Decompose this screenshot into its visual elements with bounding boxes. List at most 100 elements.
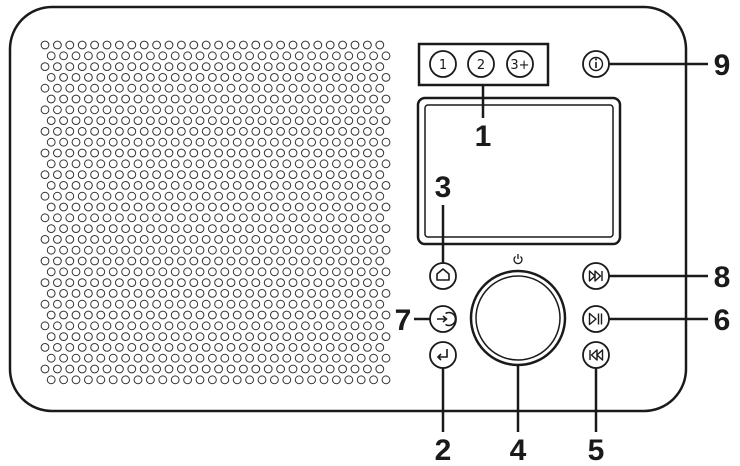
skip-back-button[interactable] <box>582 341 610 369</box>
home-button[interactable] <box>429 262 457 290</box>
grille-hole <box>214 364 224 374</box>
grille-hole <box>226 343 236 352</box>
grille-hole <box>46 267 56 277</box>
grille-hole <box>344 310 354 320</box>
grille-hole <box>146 51 155 61</box>
grille-hole <box>102 321 112 331</box>
grille-hole <box>257 116 267 125</box>
grille-hole <box>356 245 366 255</box>
grille-hole <box>276 83 286 93</box>
main-control-dial[interactable] <box>469 269 567 367</box>
grille-hole <box>71 289 81 298</box>
grille-hole <box>363 191 372 201</box>
grille-hole <box>121 375 130 385</box>
grille-hole <box>183 137 193 147</box>
source-button[interactable] <box>429 305 457 333</box>
grille-hole <box>381 116 391 125</box>
grille-hole <box>325 62 335 71</box>
grille-hole <box>239 321 248 331</box>
grille-hole <box>356 267 366 277</box>
grille-hole <box>152 278 162 288</box>
grille-hole <box>127 364 137 374</box>
grille-hole <box>369 159 379 169</box>
grille-hole <box>96 267 106 277</box>
grille-hole <box>226 278 236 288</box>
grille-hole <box>356 289 366 298</box>
grille-hole <box>270 181 279 190</box>
grille-hole <box>102 148 112 158</box>
grille-hole <box>375 278 385 288</box>
play-pause-icon <box>588 312 603 326</box>
grille-hole <box>115 343 124 352</box>
grille-hole <box>313 148 323 158</box>
back-button[interactable] <box>429 341 457 369</box>
grille-hole <box>127 83 137 93</box>
grille-hole <box>139 278 149 288</box>
grille-hole <box>40 105 50 115</box>
grille-hole <box>96 73 106 82</box>
grille-hole <box>307 224 317 234</box>
grille-hole <box>263 213 273 223</box>
grille-hole <box>201 299 211 309</box>
grille-hole <box>294 94 304 104</box>
grille-hole <box>350 83 360 93</box>
grille-hole <box>381 289 391 298</box>
grille-hole <box>307 353 317 363</box>
grille-hole <box>195 181 205 190</box>
grille-hole <box>239 148 248 158</box>
grille-hole <box>53 62 62 71</box>
grille-hole <box>220 267 230 277</box>
grille-hole <box>270 353 279 363</box>
preset-button-3-plus[interactable]: 3+ <box>506 50 534 78</box>
grille-hole <box>121 224 130 234</box>
grille-hole <box>133 73 143 82</box>
play-pause-button[interactable] <box>582 305 610 333</box>
preset-button-2[interactable]: 2 <box>467 50 495 78</box>
grille-hole <box>158 181 168 190</box>
grille-hole <box>356 353 366 363</box>
grille-hole <box>170 375 180 385</box>
grille-hole <box>84 224 93 234</box>
grille-hole <box>53 299 62 309</box>
grille-hole <box>276 213 286 223</box>
grille-hole <box>313 126 323 136</box>
grille-hole <box>375 126 385 136</box>
grille-hole <box>152 213 162 223</box>
grille-hole <box>90 343 99 352</box>
preset-button-1[interactable]: 1 <box>429 50 457 78</box>
info-button[interactable] <box>582 50 610 78</box>
grille-hole <box>90 148 99 158</box>
skip-forward-button[interactable] <box>582 262 610 290</box>
grille-hole <box>121 51 130 61</box>
grille-hole <box>307 94 317 104</box>
grille-hole <box>115 105 124 115</box>
grille-hole <box>77 213 87 223</box>
grille-hole <box>108 353 118 363</box>
grille-hole <box>59 353 68 363</box>
grille-hole <box>115 321 124 331</box>
grille-hole <box>133 332 143 342</box>
grille-hole <box>369 332 379 342</box>
grille-hole <box>381 181 391 190</box>
grille-hole <box>263 191 273 201</box>
grille-hole <box>170 181 180 190</box>
grille-hole <box>338 256 348 266</box>
grille-hole <box>195 224 205 234</box>
grille-hole <box>133 94 143 104</box>
grille-hole <box>170 94 180 104</box>
grille-hole <box>84 73 93 82</box>
grille-hole <box>332 51 341 61</box>
grille-hole <box>90 191 99 201</box>
grille-hole <box>146 332 155 342</box>
grille-hole <box>164 278 174 288</box>
grille-hole <box>375 321 385 331</box>
grille-hole <box>65 256 75 266</box>
grille-hole <box>189 126 199 136</box>
grille-hole <box>208 202 217 212</box>
grille-hole <box>96 224 106 234</box>
grille-hole <box>288 213 298 223</box>
grille-hole <box>313 256 323 266</box>
grille-hole <box>189 299 199 309</box>
grille-hole <box>189 62 199 71</box>
grille-hole <box>319 181 329 190</box>
